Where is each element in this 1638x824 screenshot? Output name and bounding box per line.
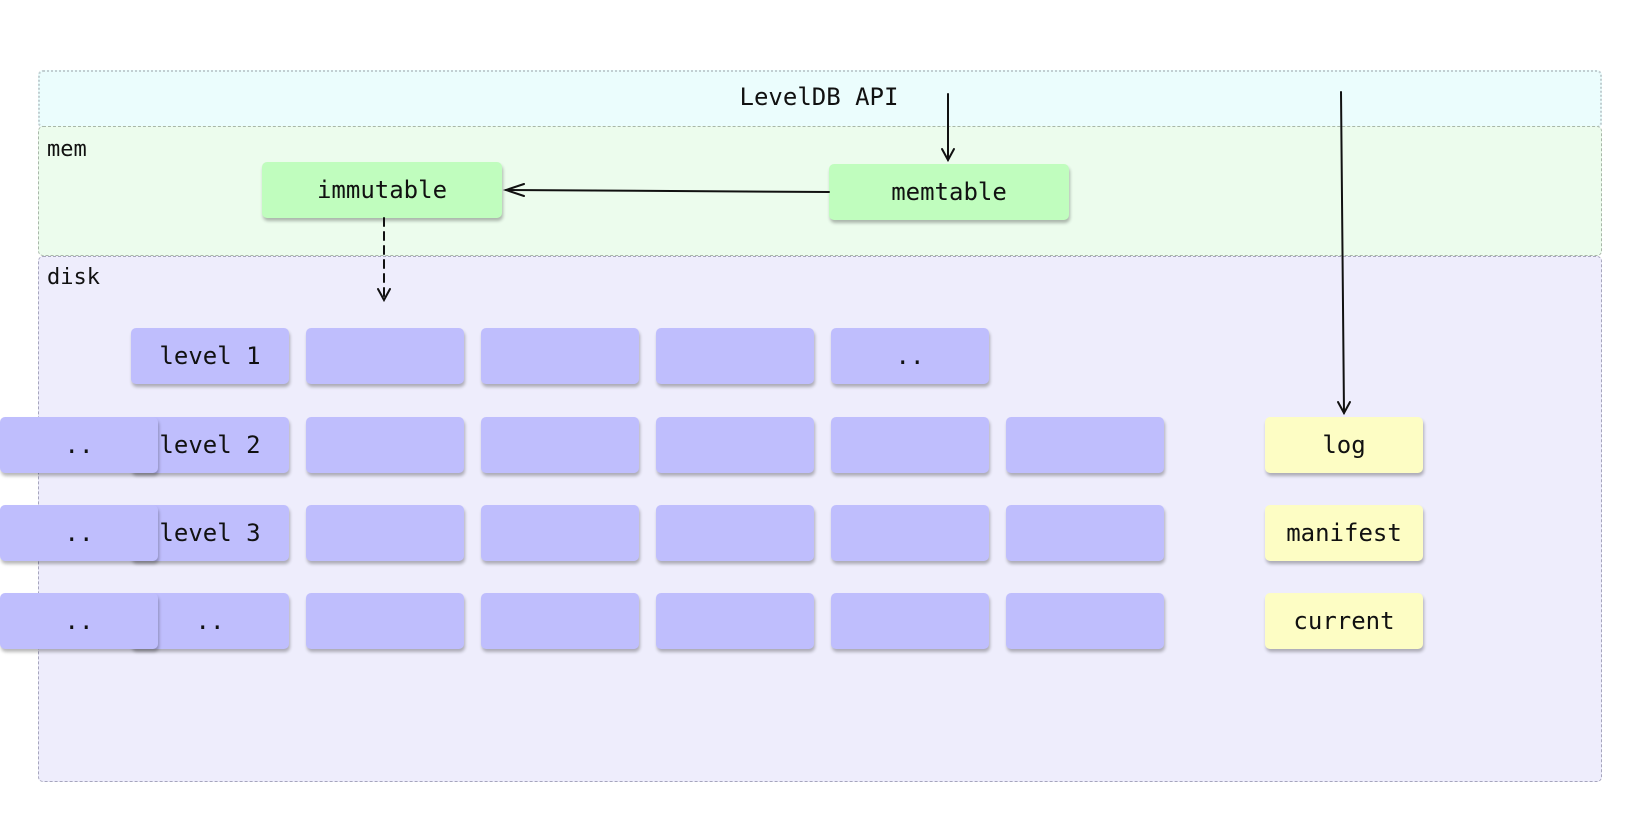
sstable-box <box>831 505 989 561</box>
sstable-box <box>1006 593 1164 649</box>
sstable-box <box>656 417 814 473</box>
level-label-box: level 1 <box>131 328 289 384</box>
memtable-box: memtable <box>829 164 1069 220</box>
sstable-box <box>306 593 464 649</box>
sstable-box <box>306 328 464 384</box>
level-ellipsis-box: .. <box>0 417 158 473</box>
sstable-box <box>481 328 639 384</box>
file-box-manifest: manifest <box>1265 505 1423 561</box>
file-box-log: log <box>1265 417 1423 473</box>
sstable-box <box>481 593 639 649</box>
mem-region-label: mem <box>47 137 87 162</box>
sstable-box <box>831 417 989 473</box>
sstable-box <box>656 505 814 561</box>
sstable-box <box>306 505 464 561</box>
level-ellipsis-box: .. <box>0 505 158 561</box>
level-ellipsis-box: .. <box>831 328 989 384</box>
sstable-box <box>306 417 464 473</box>
sstable-box <box>481 505 639 561</box>
file-box-current: current <box>1265 593 1423 649</box>
diagram-title: LevelDB API <box>739 83 899 111</box>
sstable-box <box>656 593 814 649</box>
level-ellipsis-box: .. <box>0 593 158 649</box>
sstable-box <box>831 593 989 649</box>
sstable-box <box>481 417 639 473</box>
immutable-box: immutable <box>262 162 502 218</box>
disk-region-label: disk <box>47 265 100 290</box>
sstable-box <box>1006 505 1164 561</box>
sstable-box <box>656 328 814 384</box>
sstable-box <box>1006 417 1164 473</box>
